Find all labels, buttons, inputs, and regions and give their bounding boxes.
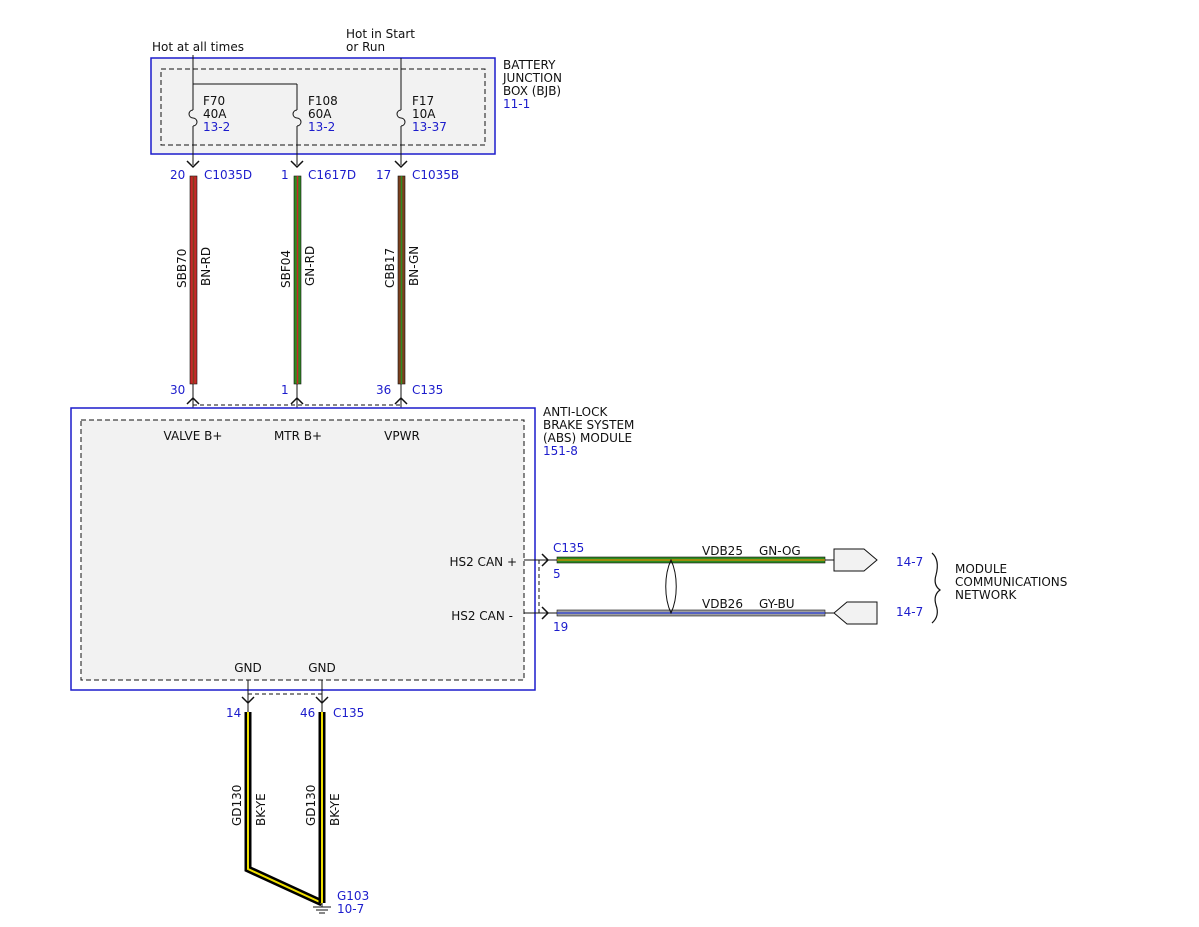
supply-wire-cbb17: 17 C1035B CBB17 BN-GN 36 C135 [376, 168, 459, 397]
bjb-label-line2: JUNCTION [502, 71, 562, 85]
incoming-connector-shape [833, 601, 878, 625]
fuse-rating: 10A [412, 107, 436, 121]
ground-ref: 10-7 [337, 902, 364, 916]
supply-wire-sbf04: 1 C1617D SBF04 GN-RD 1 [279, 168, 356, 397]
twisted-pair-symbol [665, 558, 677, 615]
hot-at-all-times-label: Hot at all times [152, 40, 244, 54]
mcn-label-line2: COMMUNICATIONS [955, 575, 1067, 589]
ground-pin: 14 [226, 706, 241, 720]
abs-inner-dashed [80, 419, 525, 681]
bjb-ref: 11-1 [503, 97, 530, 111]
abs-ref: 151-8 [543, 444, 578, 458]
mcn-label-line3: NETWORK [955, 588, 1018, 602]
abs-module [70, 407, 536, 691]
wire-top-pin: 17 [376, 168, 391, 182]
ground-wire-1: 14 GD130 BK-YE [226, 706, 324, 907]
bjb-label-line3: BOX (BJB) [503, 84, 561, 98]
ground-connector-chevrons [241, 680, 329, 712]
wire-circuit: SBB70 [175, 249, 189, 288]
fuse-name: F108 [308, 94, 338, 108]
wire-color-code: GN-OG [759, 544, 801, 558]
pin-label-hs2-can-plus: HS2 CAN + [449, 555, 517, 569]
can-ref: 14-7 [896, 605, 923, 619]
outgoing-connector-shape [833, 548, 878, 572]
wire-circuit: GD130 [304, 785, 318, 826]
wire-circuit: VDB25 [702, 544, 743, 558]
fuse-symbol [292, 109, 302, 127]
can-connector: C135 [553, 541, 584, 555]
fuse-symbol [396, 109, 406, 127]
supply-wire-sbb70: 20 C1035D SBB70 BN-RD 30 [170, 168, 252, 397]
fuse-rating: 60A [308, 107, 332, 121]
wire-stripe [247, 712, 323, 904]
pin-label-valve-b-plus: VALVE B+ [164, 429, 223, 443]
wire-color-code: BK-YE [254, 793, 268, 826]
wire-circuit: VDB26 [702, 597, 743, 611]
wire-top-connector: C1617D [308, 168, 356, 182]
abs-label-line1: ANTI-LOCK [543, 405, 608, 419]
wire-circuit: GD130 [230, 785, 244, 826]
wire-bottom-pin: 1 [281, 383, 289, 397]
fuse-f17: F17 10A 13-37 [396, 94, 447, 165]
can-pin: 5 [553, 567, 561, 581]
fuse-f70: F70 40A 13-2 [188, 94, 230, 165]
pin-label-hs2-can-minus: HS2 CAN - [451, 609, 513, 623]
wire-circuit: CBB17 [383, 248, 397, 288]
hot-in-start-label: Hot in Start [346, 27, 415, 41]
wire-top-connector: C1035B [412, 168, 459, 182]
pin-label-mtr-b-plus: MTR B+ [274, 429, 322, 443]
pin-label-vpwr: VPWR [384, 429, 420, 443]
wire-color-code: GY-BU [759, 597, 795, 611]
fuse-ref: 13-2 [308, 120, 335, 134]
ground-pin: 46 [300, 706, 315, 720]
bjb-connector-chevrons [186, 160, 408, 169]
supply-feeds [192, 55, 402, 110]
ground-wire-2: 46 C135 GD130 BK-YE [300, 706, 364, 903]
can-pin: 19 [553, 620, 568, 634]
wire-color-code: BN-GN [407, 246, 421, 286]
wire-top-pin: 1 [281, 168, 289, 182]
ground-connector: C135 [333, 706, 364, 720]
abs-label-line2: BRAKE SYSTEM [543, 418, 634, 432]
network-brace [931, 552, 942, 624]
bjb-label-line1: BATTERY [503, 58, 556, 72]
wire-bottom-connector: C135 [412, 383, 443, 397]
ground-name: G103 [337, 889, 369, 903]
fuse-ref: 13-2 [203, 120, 230, 134]
bjb-outline [150, 57, 496, 155]
pin-label-gnd-1: GND [234, 661, 262, 675]
can-wire-vdb26: 19 VDB26 GY-BU 14-7 [553, 597, 923, 634]
wire-top-connector: C1035D [204, 168, 252, 182]
fuse-rating: 40A [203, 107, 227, 121]
wire-top-pin: 20 [170, 168, 185, 182]
abs-label-line3: (ABS) MODULE [543, 431, 632, 445]
wire-color-code: GN-RD [303, 246, 317, 286]
wire-color-code: BN-RD [199, 247, 213, 286]
wire-color-code: BK-YE [328, 793, 342, 826]
wire-circuit: SBF04 [279, 250, 293, 288]
fuse-name: F17 [412, 94, 434, 108]
fuse-symbol [188, 109, 198, 127]
wire-bottom-pin: 36 [376, 383, 391, 397]
fuse-f108: F108 60A 13-2 [292, 94, 338, 165]
ground-symbol [313, 903, 331, 914]
or-run-label: or Run [346, 40, 385, 54]
can-ref: 14-7 [896, 555, 923, 569]
pin-label-gnd-2: GND [308, 661, 336, 675]
fuse-ref: 13-37 [412, 120, 447, 134]
can-connector-chevrons [524, 553, 557, 620]
bjb-inner-dashed [160, 68, 486, 146]
fuse-name: F70 [203, 94, 225, 108]
mcn-label-line1: MODULE [955, 562, 1007, 576]
can-wire-vdb25: C135 5 VDB25 GN-OG 14-7 [553, 541, 923, 581]
battery-junction-box [150, 57, 496, 155]
wire-bottom-pin: 30 [170, 383, 185, 397]
